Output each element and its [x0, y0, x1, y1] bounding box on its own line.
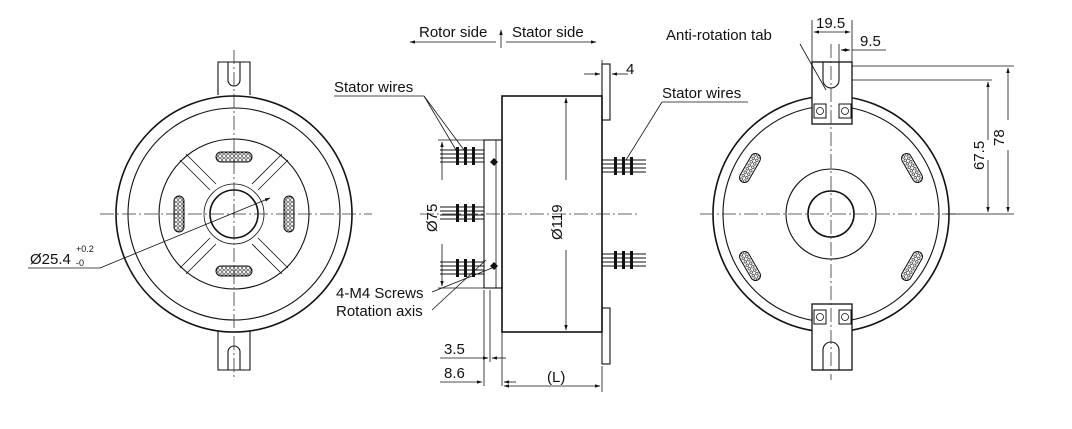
anti-rotation-tab-bottom [811, 303, 853, 371]
rotor-plate [483, 139, 503, 289]
rotation-axis-label: Rotation axis [336, 303, 423, 320]
height-67-5: 67.5 [971, 141, 988, 170]
anti-rotation-tab-top [811, 61, 853, 125]
tab-width-19-5: 19.5 [816, 15, 845, 32]
stator-side-label: Stator side [512, 24, 584, 41]
diameter-75-dim: Ø75 [424, 204, 441, 232]
stator-wires-left-label: Stator wires [334, 79, 413, 96]
stator-slots [739, 152, 923, 282]
bore-tol-upper: +0.2 [76, 244, 94, 254]
left-view: Ø25.4 +0.2 -0 [28, 50, 372, 378]
flange-thickness-dim: 4 [626, 61, 634, 78]
side-view: Rotor side Stator side [334, 24, 748, 392]
stator-wires-right-bundles [602, 157, 646, 269]
right-view: Anti-rotation tab 19.5 9.5 67.5 78 [666, 15, 1014, 380]
stator-wires-right-label: Stator wires [662, 85, 741, 102]
length-dim: (L) [547, 369, 565, 386]
dim-8-6: 8.6 [444, 365, 465, 382]
dim-3-5: 3.5 [444, 341, 465, 358]
flange-bottom [601, 307, 611, 365]
height-78: 78 [991, 129, 1008, 146]
tab-slot-9-5: 9.5 [860, 33, 881, 50]
anti-rotation-tab-label: Anti-rotation tab [666, 27, 772, 44]
bore-dimension: Ø25.4 [30, 251, 71, 268]
stator-wires-left-bundles [440, 147, 484, 277]
diameter-119-dim: Ø119 [549, 204, 566, 240]
rotor-side-label: Rotor side [419, 24, 487, 41]
bore-tol-lower: -0 [76, 258, 84, 268]
flange-top [601, 63, 611, 121]
screws-label: 4-M4 Screws [336, 285, 424, 302]
